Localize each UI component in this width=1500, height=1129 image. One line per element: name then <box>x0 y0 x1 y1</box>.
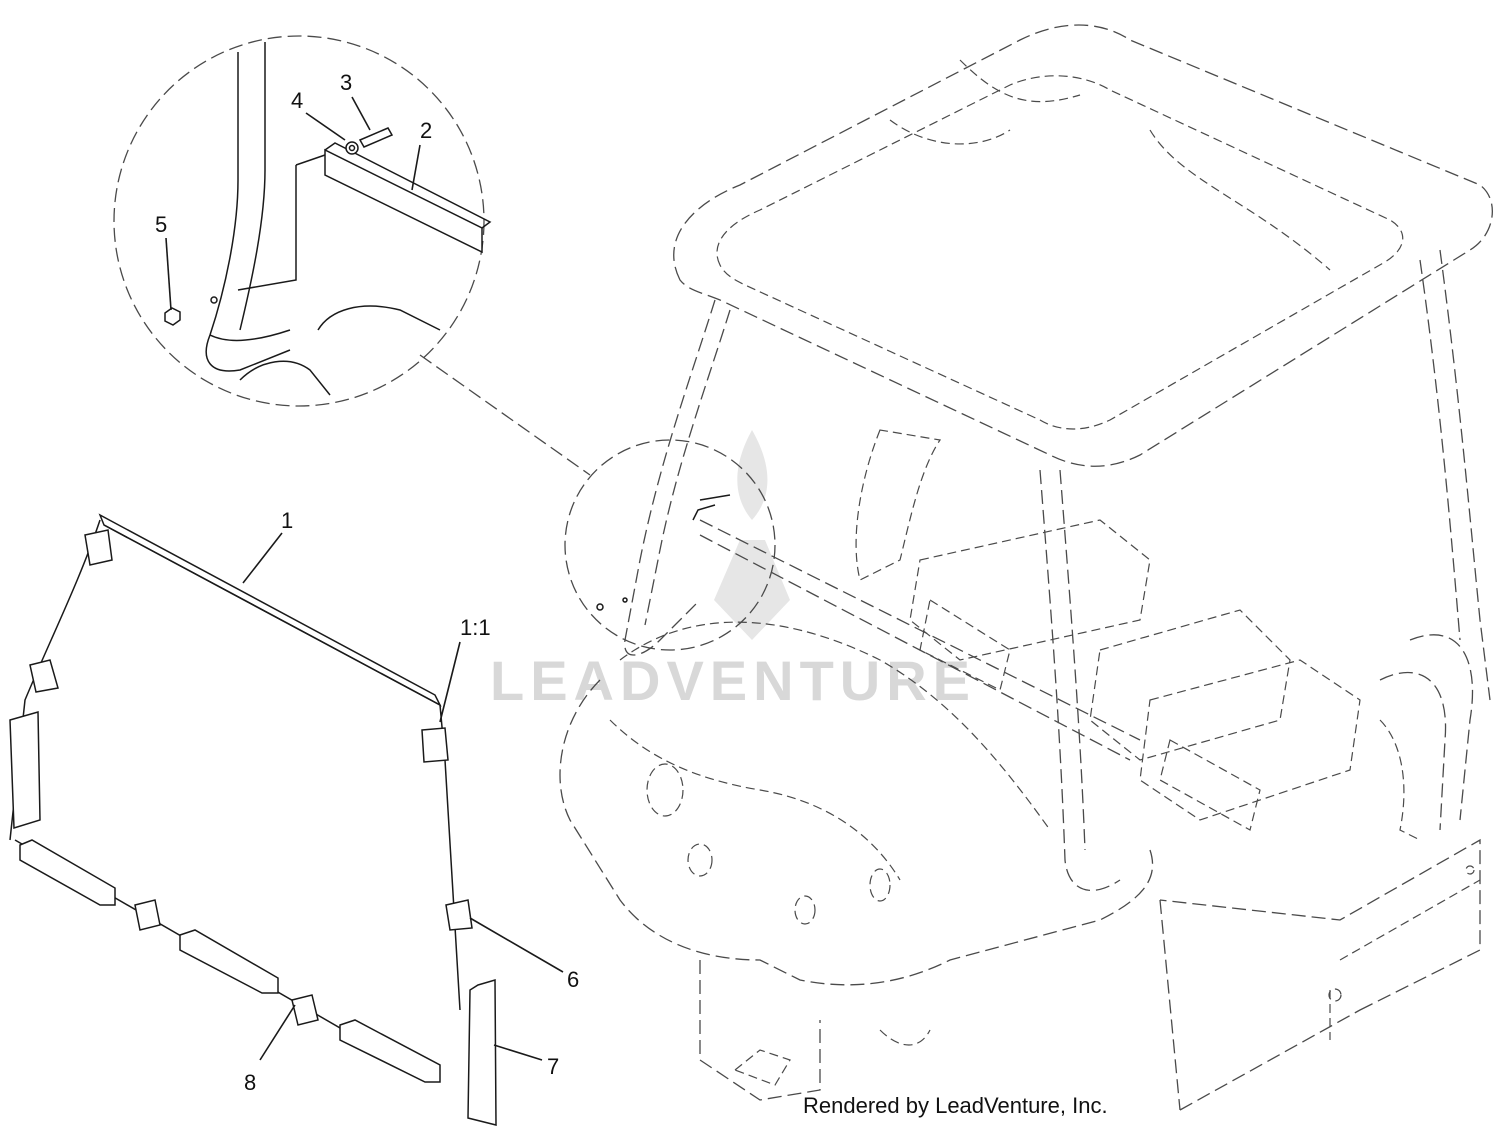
callouts: 1 1:1 2 3 4 5 6 7 8 <box>155 70 579 1095</box>
callout-7: 7 <box>547 1054 559 1079</box>
callout-2: 2 <box>420 118 432 143</box>
callout-6: 6 <box>567 967 579 992</box>
detail-locator-circle <box>564 439 776 651</box>
detail-view <box>113 35 492 407</box>
detail-view-circle <box>113 35 485 407</box>
callout-8: 8 <box>244 1070 256 1095</box>
watermark-text: LEADVENTURE <box>490 649 976 712</box>
locator-parts <box>596 494 731 611</box>
callout-4: 4 <box>291 88 303 113</box>
watermark-flame-icon <box>714 430 790 640</box>
watermark: LEADVENTURE <box>490 430 976 712</box>
callout-1-1: 1:1 <box>460 615 491 640</box>
callout-1: 1 <box>281 508 293 533</box>
callout-5: 5 <box>155 212 167 237</box>
vehicle-cab <box>559 24 1493 1111</box>
render-credit: Rendered by LeadVenture, Inc. <box>803 1093 1108 1118</box>
leader-lines <box>165 96 564 1061</box>
callout-3: 3 <box>340 70 352 95</box>
windshield-assembly <box>9 513 497 1126</box>
